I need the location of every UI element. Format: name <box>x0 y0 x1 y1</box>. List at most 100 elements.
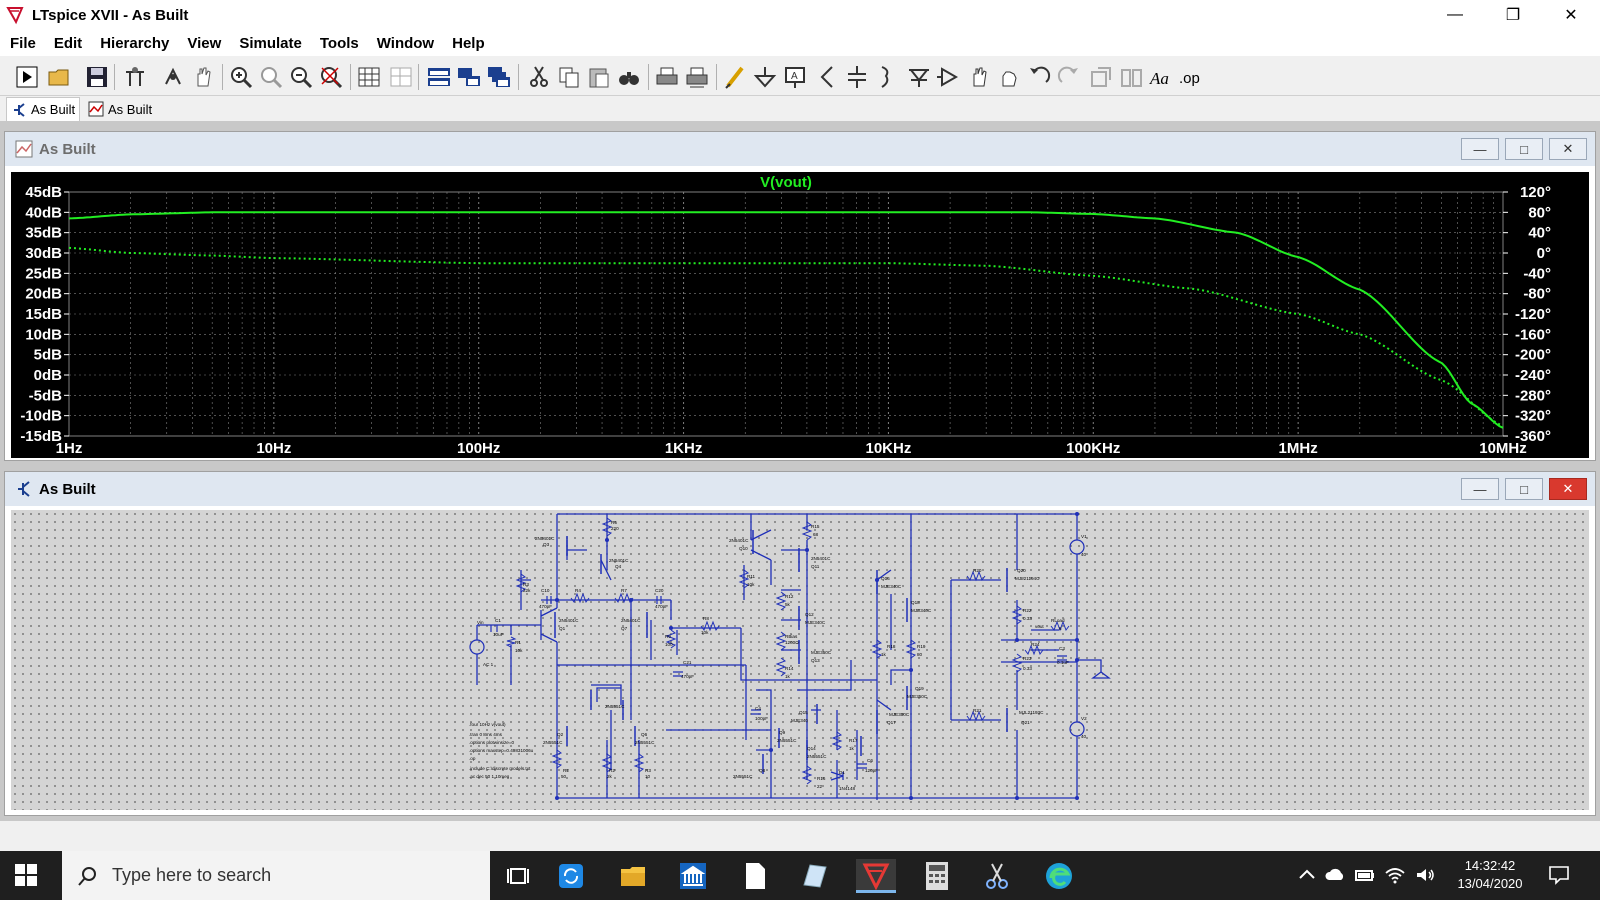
redo-icon[interactable] <box>1056 64 1082 90</box>
autorange-icon[interactable] <box>356 64 382 90</box>
menu-view[interactable]: View <box>187 34 222 52</box>
windows-start-icon[interactable] <box>14 863 38 887</box>
drag-icon[interactable] <box>996 64 1022 90</box>
taskbar-app-bank[interactable] <box>676 859 710 893</box>
cloud-icon[interactable] <box>1324 863 1346 887</box>
label-vin: Vin <box>477 620 484 625</box>
mirror-icon[interactable] <box>1118 64 1144 90</box>
diode-icon[interactable] <box>906 64 932 90</box>
cascade-icon[interactable] <box>486 64 512 90</box>
zoom-cancel-icon[interactable] <box>318 64 344 90</box>
menu-simulate[interactable]: Simulate <box>239 34 302 52</box>
ground-icon[interactable] <box>752 64 778 90</box>
label-r2b-value: 2k <box>607 774 613 779</box>
snipping-tool-icon <box>986 863 1008 889</box>
rotate-icon[interactable] <box>1088 64 1114 90</box>
taskbar-clock[interactable]: 14:32:42 13/04/2020 <box>1450 857 1530 893</box>
label-c4-value: 100pF <box>755 716 768 721</box>
wifi-icon[interactable] <box>1384 863 1406 887</box>
chevron-up-icon[interactable] <box>1296 863 1318 887</box>
schematic-window-titlebar[interactable]: As Built — □ ✕ <box>5 472 1595 506</box>
grid-icon[interactable] <box>388 64 414 90</box>
menu-window[interactable]: Window <box>376 34 435 52</box>
capacitor-icon[interactable] <box>844 64 870 90</box>
menu-tools[interactable]: Tools <box>319 34 359 52</box>
directive-tran: .tran 0 8ms 4ms <box>469 732 503 737</box>
inductor-icon[interactable] <box>874 64 900 90</box>
zoom-in-icon[interactable] <box>228 64 254 90</box>
open-icon[interactable] <box>46 64 72 90</box>
label-q11-model: 2N5401C <box>811 556 831 561</box>
close-button[interactable]: ✕ <box>1542 0 1600 30</box>
waveform-close-button[interactable]: ✕ <box>1549 138 1587 160</box>
y-right-tick-label: -120° <box>1515 306 1551 323</box>
save-icon[interactable] <box>84 64 110 90</box>
taskbar-search-box[interactable]: Type here to search <box>62 851 490 900</box>
spice-directive-icon[interactable]: .op <box>1178 64 1204 90</box>
undo-icon[interactable] <box>1026 64 1052 90</box>
schematic-icon <box>18 481 30 497</box>
bode-plot-chart[interactable]: 45dB40dB35dB30dB25dB20dB15dB10dB5dB0dB-5… <box>11 172 1589 458</box>
component-icon[interactable] <box>934 64 960 90</box>
taskbar-app-calculator[interactable] <box>920 859 954 893</box>
minimize-button[interactable]: — <box>1426 0 1484 30</box>
label-icon[interactable]: A <box>782 64 808 90</box>
taskbar-app-edge[interactable] <box>1042 859 1076 893</box>
schematic-maximize-button[interactable]: □ <box>1505 478 1543 500</box>
paste-icon[interactable] <box>586 64 612 90</box>
label-ac: AC 1 <box>483 662 494 667</box>
battery-icon[interactable] <box>1354 863 1376 887</box>
maximize-button[interactable]: ❐ <box>1484 0 1542 30</box>
schematic-close-button[interactable]: ✕ <box>1549 478 1587 500</box>
task-view-button[interactable] <box>502 859 536 893</box>
tab-schematic[interactable]: As Built <box>6 97 81 121</box>
label-q17: Q17 <box>887 720 896 725</box>
menu-hierarchy[interactable]: Hierarchy <box>100 34 170 52</box>
control-panel-icon[interactable] <box>122 64 148 90</box>
tab-waveform[interactable]: As Built <box>84 97 156 121</box>
copy-icon[interactable] <box>556 64 582 90</box>
move-icon[interactable] <box>966 64 992 90</box>
find-icon[interactable] <box>616 64 642 90</box>
cut-icon[interactable] <box>526 64 552 90</box>
zoom-out-icon[interactable] <box>288 64 314 90</box>
sync-icon <box>559 864 583 888</box>
label-r19-value: 80 <box>917 652 923 657</box>
pan-icon[interactable] <box>190 64 216 90</box>
taskbar-app-document[interactable] <box>738 859 772 893</box>
text-icon[interactable]: Aa <box>1148 64 1174 90</box>
taskbar-app-notepad[interactable] <box>798 859 832 893</box>
schematic-drawing[interactable]: R5 220 2N5401C Q3 2N5401C Q4 R3 22k C10 … <box>11 510 1589 810</box>
waveform-window-titlebar[interactable]: As Built — □ ✕ <box>5 132 1595 166</box>
taskbar-app-sync[interactable] <box>554 859 588 893</box>
taskbar-app-file-explorer[interactable] <box>616 859 650 893</box>
tile-vertical-icon[interactable] <box>456 64 482 90</box>
x-tick-label: 10Hz <box>256 440 291 457</box>
resistor-icon[interactable] <box>814 64 840 90</box>
notification-icon[interactable] <box>1548 863 1570 887</box>
taskbar-app-snipping-tool[interactable] <box>980 859 1014 893</box>
halt-icon[interactable] <box>160 64 186 90</box>
label-r11: R11 <box>747 574 756 579</box>
menu-help[interactable]: Help <box>452 34 485 52</box>
waveform-maximize-button[interactable]: □ <box>1505 138 1543 160</box>
print-setup-icon[interactable] <box>684 64 710 90</box>
menu-file[interactable]: File <box>10 34 36 52</box>
label-q4: Q4 <box>615 564 622 569</box>
schematic-minimize-button[interactable]: — <box>1461 478 1499 500</box>
waveform-minimize-button[interactable]: — <box>1461 138 1499 160</box>
wire-icon[interactable] <box>722 64 748 90</box>
menu-edit[interactable]: Edit <box>53 34 83 52</box>
label-c3-value: 0.1uF <box>1057 660 1069 665</box>
speaker-icon[interactable] <box>1414 863 1436 887</box>
label-q2: Q2 <box>557 732 564 737</box>
svg-text:A: A <box>791 71 798 82</box>
y-left-tick-label: 45dB <box>25 184 62 201</box>
run-icon[interactable] <box>14 64 40 90</box>
zoom-rect-icon[interactable] <box>258 64 284 90</box>
schematic-canvas[interactable]: R5 220 2N5401C Q3 2N5401C Q4 R3 22k C10 … <box>11 510 1589 810</box>
print-icon[interactable] <box>654 64 680 90</box>
tile-horizontal-icon[interactable] <box>426 64 452 90</box>
taskbar-app-ltspice[interactable] <box>856 859 896 893</box>
